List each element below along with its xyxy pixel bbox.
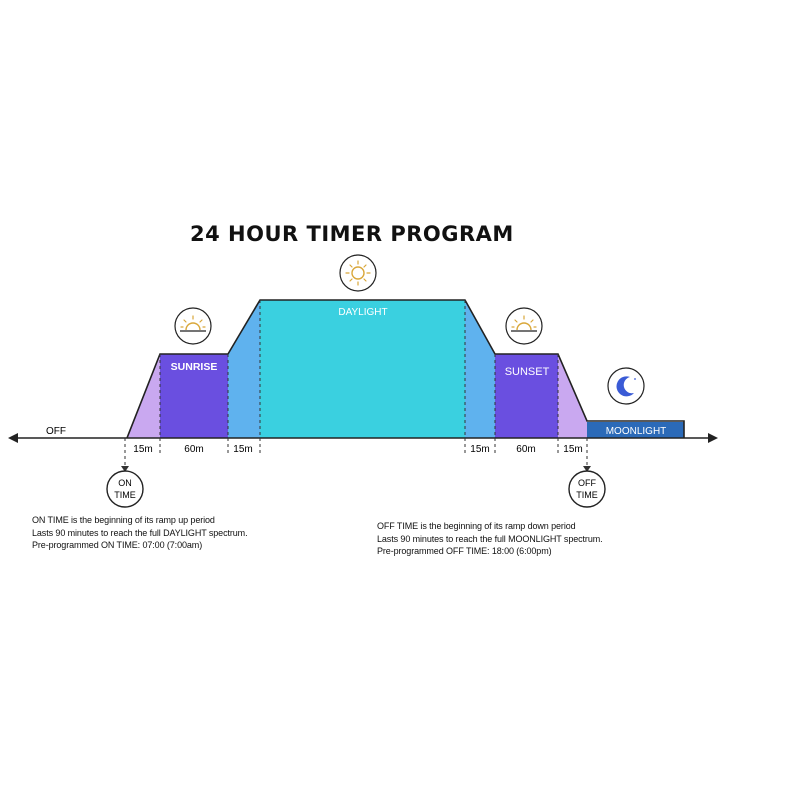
on-time-label-1: ON <box>118 478 132 488</box>
sunset-icon <box>505 307 543 345</box>
moonlight-block <box>587 422 684 438</box>
moon-icon <box>607 367 645 405</box>
axis-arrow-left <box>8 433 18 443</box>
duration-sunset: 60m <box>516 444 535 455</box>
note-line: Lasts 90 minutes to reach the full DAYLI… <box>32 527 248 538</box>
daylight-label: DAYLIGHT <box>338 307 387 318</box>
off-time-arrow <box>583 466 591 472</box>
sun-icon <box>339 254 377 292</box>
off-time-label-1: OFF <box>578 478 596 488</box>
on-time-arrow <box>121 466 129 472</box>
program-outline <box>126 299 685 439</box>
ramp-down-1-block <box>465 300 495 438</box>
duration-ramp-up-1: 15m <box>133 444 152 455</box>
on-time-label-2: TIME <box>114 490 136 500</box>
off-time-marker <box>568 470 606 508</box>
off-time-note: OFF TIME is the beginning of its ramp do… <box>377 520 603 558</box>
sunset-label: SUNSET <box>505 366 550 378</box>
sunset-block <box>495 354 558 438</box>
sunrise-label: SUNRISE <box>171 361 218 373</box>
duration-ramp-down-2: 15m <box>563 444 582 455</box>
duration-ramp-up-2: 15m <box>233 444 252 455</box>
note-line: Lasts 90 minutes to reach the full MOONL… <box>377 533 603 544</box>
note-line: Pre-programmed OFF TIME: 18:00 (6:00pm) <box>377 546 552 556</box>
note-line: OFF TIME is the beginning of its ramp do… <box>377 521 576 531</box>
page-title: 24 HOUR TIMER PROGRAM <box>190 222 514 246</box>
ramp-up-2-block <box>228 300 260 438</box>
note-line: Pre-programmed ON TIME: 07:00 (7:00am) <box>32 540 203 550</box>
on-time-note: ON TIME is the beginning of its ramp up … <box>32 514 248 552</box>
off-label: OFF <box>46 426 66 437</box>
duration-ramp-down-1: 15m <box>470 444 489 455</box>
sunrise-icon <box>174 307 212 345</box>
on-time-marker <box>106 470 144 508</box>
daylight-block <box>260 300 465 438</box>
ramp-down-2-block <box>558 354 587 438</box>
note-line: ON TIME is the beginning of its ramp up … <box>32 515 215 525</box>
moonlight-label: MOONLIGHT <box>606 426 667 437</box>
off-time-label-2: TIME <box>576 490 598 500</box>
sunrise-block <box>160 354 228 438</box>
phase-dividers <box>159 300 559 455</box>
duration-sunrise: 60m <box>184 444 203 455</box>
axis-arrow-right <box>708 433 718 443</box>
